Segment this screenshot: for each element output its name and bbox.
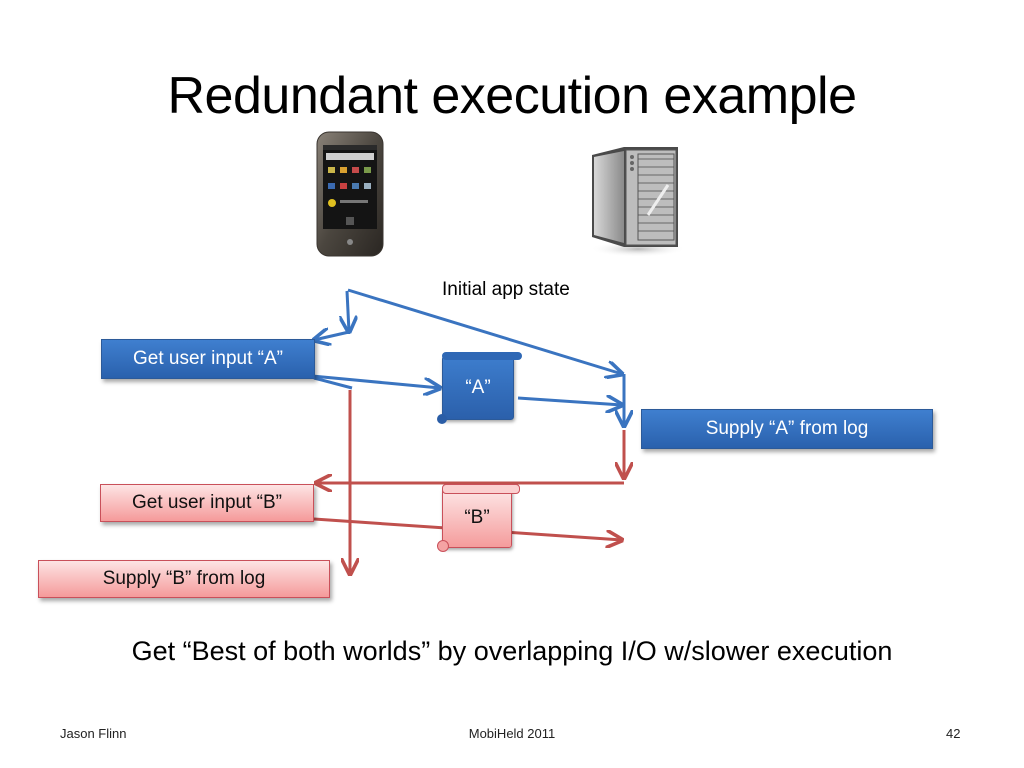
- arrow-input-a-to-log: [311, 374, 440, 388]
- arrow-init-to-phone: [347, 290, 349, 332]
- slide-caption: Get “Best of both worlds” by overlapping…: [131, 636, 893, 666]
- arrow-input-a-down: [313, 376, 353, 390]
- get-user-input-a-box: Get user input “A”: [101, 339, 315, 379]
- arrow-log-a-to-server: [517, 398, 622, 405]
- supply-a-box: Supply “A” from log: [641, 409, 933, 449]
- arrow-init-to-server: [347, 288, 622, 374]
- footer-event: MobiHeld 2011: [468, 726, 556, 741]
- arrow-phone-to-input-a: [314, 332, 350, 340]
- footer-author: Jason Flinn: [60, 726, 127, 741]
- server-icon: [586, 145, 686, 257]
- initial-app-state-label: Initial app state: [442, 279, 570, 300]
- get-user-input-b-box: Get user input “B”: [100, 484, 314, 522]
- get-user-input-a-label: Get user input “A”: [133, 348, 283, 369]
- log-b-label: “B”: [464, 507, 490, 528]
- supply-a-label: Supply “A” from log: [705, 418, 869, 439]
- supply-b-box: Supply “B” from log: [38, 560, 330, 598]
- log-b-scroll: “B”: [437, 484, 520, 552]
- log-a-label: “A”: [465, 377, 491, 398]
- footer-page-number: 42: [946, 726, 961, 741]
- log-a-scroll: “A”: [437, 352, 522, 424]
- slide-title: Redundant execution example: [167, 67, 857, 125]
- get-user-input-b-label: Get user input “B”: [132, 492, 282, 513]
- supply-b-label: Supply “B” from log: [102, 568, 266, 589]
- smartphone-icon: [316, 131, 384, 257]
